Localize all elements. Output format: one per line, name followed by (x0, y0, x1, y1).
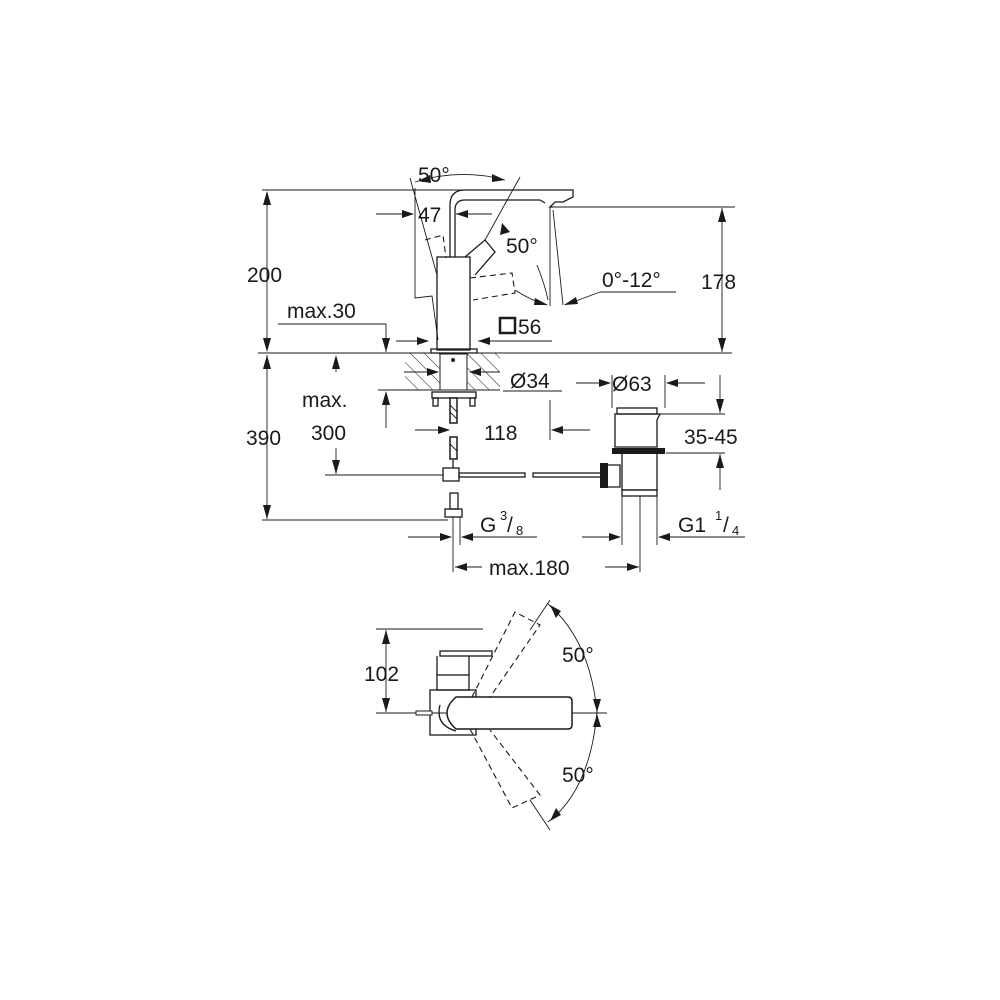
tilt-range-label: 0°-12° (602, 269, 661, 292)
svg-text:/: / (723, 514, 729, 537)
supply-connector (444, 508, 463, 518)
front-view: 50° 47 50° 0°-12° 200 178 max.30 56 Ø34 (246, 164, 745, 580)
svg-text:/: / (507, 514, 513, 537)
rod-nut (600, 463, 608, 488)
waste-lower (602, 454, 658, 491)
angle-down-label: 50° (562, 764, 594, 787)
connection-g-denominator: 8 (516, 523, 523, 538)
angle-top-label: 50° (418, 164, 450, 187)
handle (464, 239, 496, 276)
waste-plug (616, 407, 658, 415)
faucet-base (430, 348, 478, 354)
connection-g-numerator: 3 (500, 508, 507, 523)
waste-body (614, 413, 662, 448)
lever-top (439, 650, 493, 657)
base-square-label: 56 (518, 316, 541, 339)
angle-up-label: 50° (562, 644, 594, 667)
depth-102-label: 102 (364, 663, 399, 686)
rod-depth-label-2: 300 (311, 422, 346, 445)
angle-handle-label: 50° (506, 235, 538, 258)
deck-thickness-label: max.30 (287, 300, 356, 323)
connection-g-label: G (480, 514, 496, 537)
handle-body (446, 696, 573, 730)
waste-thread-denominator: 4 (732, 523, 739, 538)
height-178-label: 178 (701, 271, 736, 294)
waste-diameter-label: Ø63 (612, 373, 652, 396)
handle-rotation-outlines (469, 611, 541, 809)
height-200-label: 200 (247, 264, 282, 287)
waste-thread-numerator: 1 (715, 508, 722, 523)
width-47-label: 47 (418, 204, 441, 227)
waste-flange (612, 448, 665, 454)
max-distance-label: max.180 (489, 557, 570, 580)
faucet-body (436, 256, 471, 351)
handle-alt-positions (424, 234, 516, 301)
rod-depth-label-1: max. (302, 389, 348, 412)
mounting-nut (431, 391, 477, 399)
spout (449, 189, 574, 257)
tilt-guide (552, 209, 564, 306)
hole-diameter-label: Ø34 (510, 370, 550, 393)
supply-hose (449, 397, 458, 424)
offset-118-label: 118 (484, 422, 517, 445)
depth-390-label: 390 (246, 427, 281, 450)
top-view: 102 50° 50° (364, 599, 607, 831)
waste-thread-label: G1 (678, 514, 706, 537)
rod-connector (442, 467, 460, 482)
angle-guides (409, 176, 521, 341)
square-symbol-icon (498, 316, 517, 335)
handle-angle-arrow (500, 223, 510, 235)
popup-rod (458, 472, 526, 478)
waste-height-label: 35-45 (684, 426, 738, 449)
